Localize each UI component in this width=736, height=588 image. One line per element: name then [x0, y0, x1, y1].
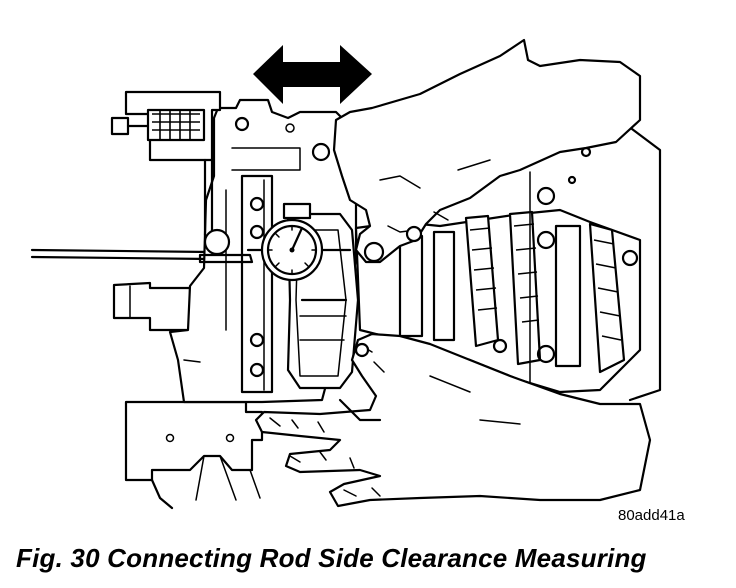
lower-hand [254, 332, 652, 508]
figure-caption: Fig. 30 Connecting Rod Side Clearance Me… [16, 543, 647, 573]
gauge-rod [30, 248, 212, 261]
upper-hand [332, 38, 642, 264]
crankshaft-nose [112, 281, 192, 332]
bearing-cap-left [240, 174, 274, 394]
frame-lines [183, 359, 382, 422]
figure-code: 80add41a [618, 507, 685, 524]
double-arrow-icon [253, 45, 372, 104]
dial-gauge-icon [246, 202, 352, 282]
dial-indicator-holder [110, 90, 254, 264]
mounting-bracket [124, 400, 264, 510]
